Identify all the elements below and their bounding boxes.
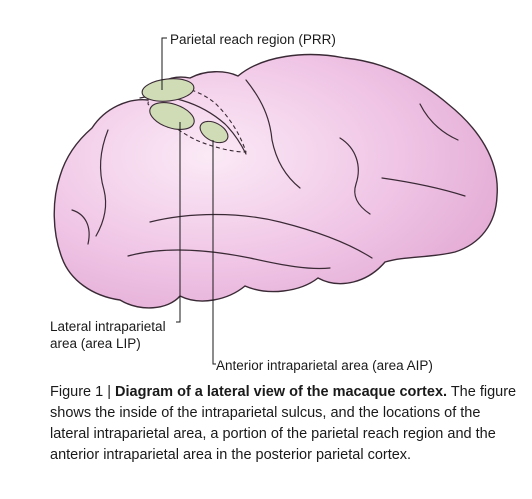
central-sulcus (245, 79, 301, 189)
lunate-sulcus (95, 129, 109, 237)
macaque-cortex-diagram (53, 37, 498, 365)
sylvian-fissure (149, 213, 373, 259)
figure-caption: Figure 1 | Diagram of a lateral view of … (50, 382, 520, 466)
leader-line-lip (176, 122, 181, 323)
sulcus-opening-outline (147, 85, 247, 153)
leader-line-prr (161, 37, 167, 90)
caption-body: The figure shows the inside of the intra… (50, 384, 517, 463)
label-lip-line2: area (area LIP) (50, 336, 141, 351)
superior-temporal-sulcus (127, 249, 331, 270)
arcuate-sulcus (339, 137, 371, 215)
label-lip-line1: Lateral intraparietal (50, 319, 166, 334)
leader-line-aip (212, 140, 216, 365)
label-prr: Parietal reach region (PRR) (170, 32, 336, 47)
brain-outline (53, 53, 498, 309)
label-lip: Lateral intraparietal area (area LIP) (50, 318, 166, 352)
region-aip (199, 120, 229, 144)
label-aip: Anterior intraparietal area (area AIP) (216, 358, 433, 373)
region-prr (141, 78, 195, 102)
caption-title: Diagram of a lateral view of the macaque… (115, 384, 448, 400)
frontal-fold (419, 103, 459, 141)
region-lip (149, 102, 195, 130)
caption-figure-number: Figure 1 | (50, 384, 116, 400)
occipital-fold (71, 209, 90, 245)
principal-sulcus (381, 177, 466, 197)
